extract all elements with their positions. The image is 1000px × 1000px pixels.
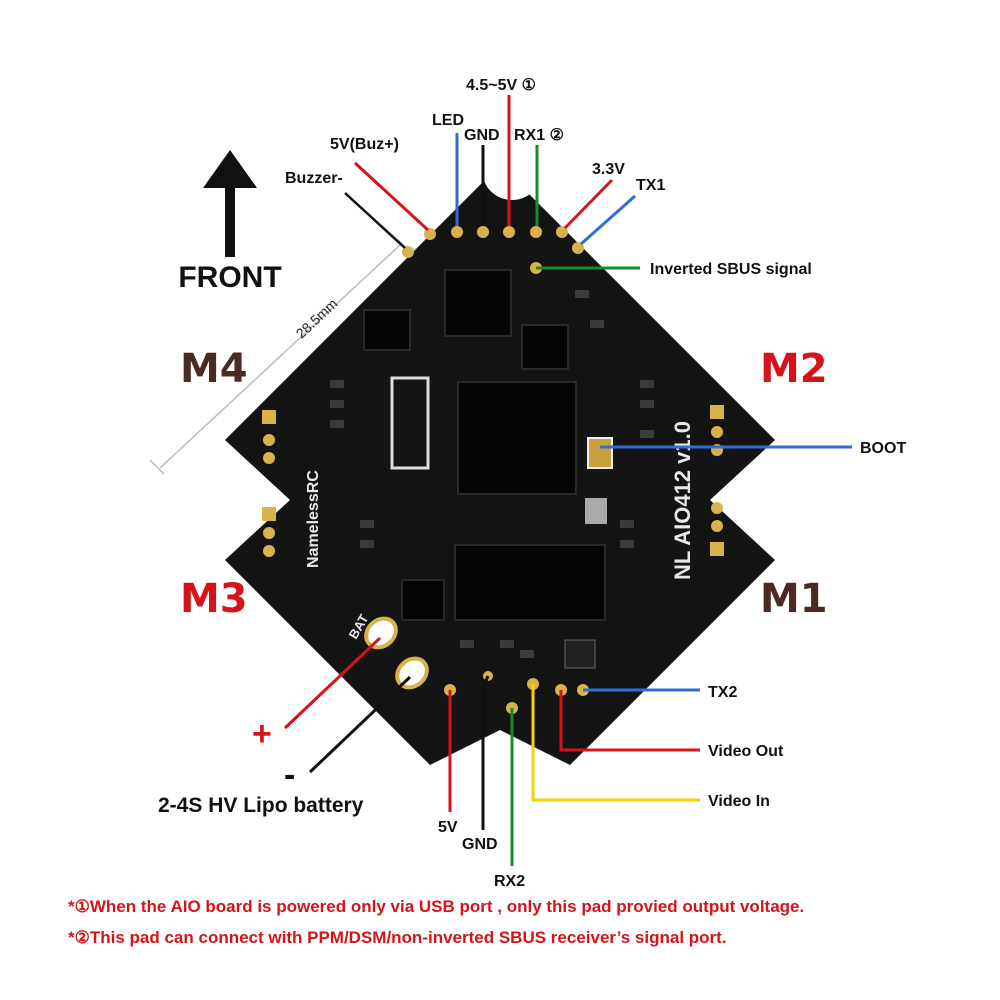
label-gnd-top: GND	[464, 127, 500, 144]
leader-battery-neg	[308, 675, 412, 774]
leader-buzzer-pos	[353, 161, 430, 232]
motor-m2-label: M2	[760, 346, 828, 392]
board-brand-label: NamelessRC	[305, 470, 322, 568]
label-video-out: Video Out	[708, 743, 784, 760]
label-5v: 5V	[438, 819, 458, 836]
label-battery-neg: -	[284, 756, 295, 794]
label-rx2: RX2	[494, 873, 525, 890]
motor-m4-label: M4	[180, 346, 248, 392]
regulator-chip	[521, 324, 569, 370]
label-buzzer-pos: 5V(Buz+)	[330, 136, 399, 153]
label-tx2: TX2	[708, 684, 737, 701]
label-boot: BOOT	[860, 440, 906, 457]
board-model-label: NL AIO412 v1.0	[670, 421, 695, 580]
label-gnd-bottom: GND	[462, 836, 498, 853]
top-pads	[402, 226, 584, 274]
leader-tx1	[580, 194, 636, 246]
leader-video-in	[531, 684, 700, 802]
footnote-usb-power: *①When the AIO board is powered only via…	[68, 897, 805, 916]
leader-buzzer-neg	[344, 192, 406, 249]
motor-m3-label: M3	[180, 576, 248, 622]
label-sbus: Inverted SBUS signal	[650, 261, 812, 278]
label-led: LED	[432, 112, 464, 129]
front-label: FRONT	[178, 261, 281, 294]
battery-positive-pad	[364, 616, 398, 650]
brand-logo	[390, 376, 430, 470]
motor-m1-label: M1	[760, 576, 828, 622]
flight-controller-board	[176, 140, 822, 820]
label-battery-pos: +	[252, 715, 272, 753]
label-tx1: TX1	[636, 177, 665, 194]
footnote-rx1-receiver: *②This pad can connect with PPM/DSM/non-…	[68, 928, 727, 947]
gyro-chip	[444, 269, 512, 337]
mcu-chip	[457, 381, 577, 495]
boot-button	[587, 437, 613, 469]
leader-gnd-bottom	[481, 675, 490, 830]
label-battery: 2-4S HV Lipo battery	[158, 794, 364, 817]
driver-chip	[454, 544, 606, 621]
label-rx1: RX1 ②	[514, 127, 564, 144]
leader-battery-pos	[283, 636, 382, 730]
leader-video-out	[559, 690, 700, 752]
label-video-in: Video In	[708, 793, 770, 810]
buzzer-chip	[363, 309, 411, 351]
capacitor	[585, 498, 607, 524]
power-chip	[401, 579, 445, 621]
label-buzzer-neg: Buzzer-	[285, 170, 343, 187]
front-arrow	[203, 150, 257, 257]
label-3v3: 3.3V	[592, 161, 625, 178]
leader-3v3	[563, 178, 614, 230]
label-vout: 4.5~5V ①	[466, 77, 536, 94]
